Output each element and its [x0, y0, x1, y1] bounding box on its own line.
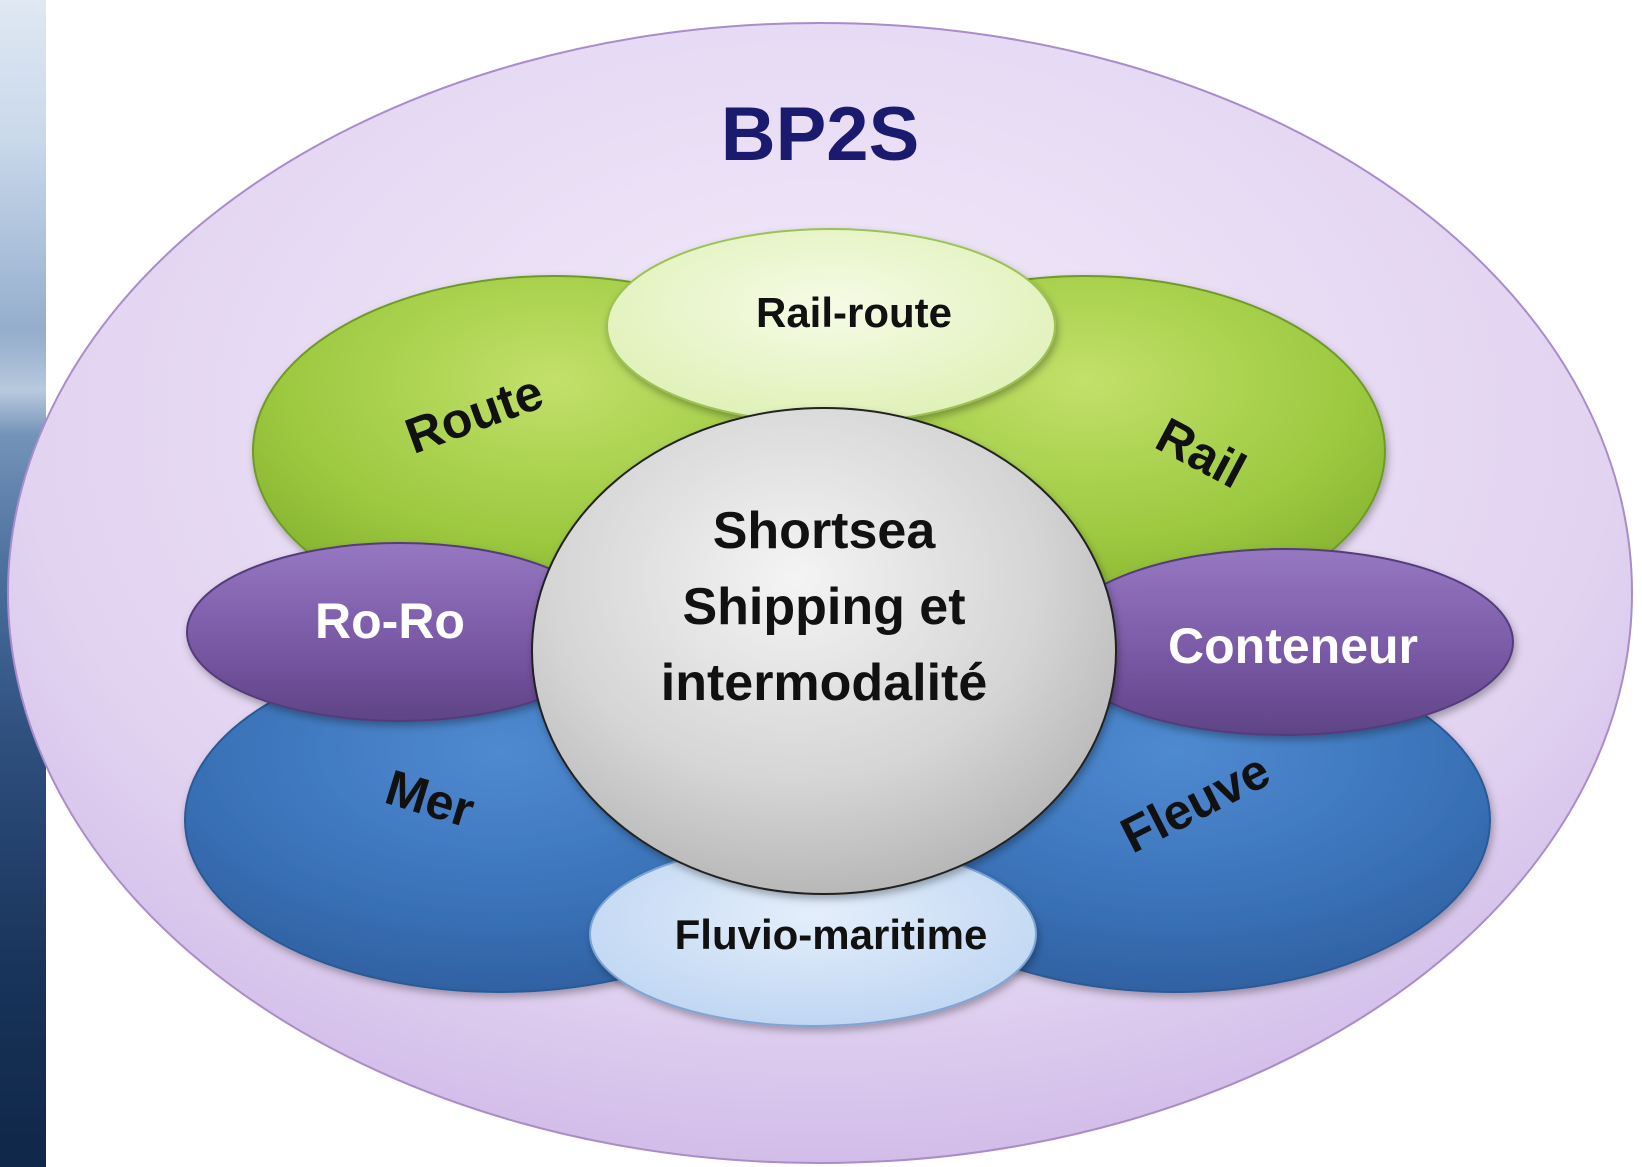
- center-label-line2: Shipping et: [682, 578, 965, 636]
- center-label-line3: intermodalité: [661, 654, 988, 712]
- connector-label-conteneur: Conteneur: [1168, 618, 1418, 674]
- diagram-title: BP2S: [721, 92, 920, 177]
- connector-label-ro-ro: Ro-Ro: [315, 593, 465, 649]
- connector-label-fluvio-maritime: Fluvio-maritime: [675, 911, 988, 958]
- center-label-line1: Shortsea: [713, 502, 937, 560]
- center-circle: [531, 407, 1117, 895]
- connector-label-rail-route: Rail-route: [756, 289, 952, 336]
